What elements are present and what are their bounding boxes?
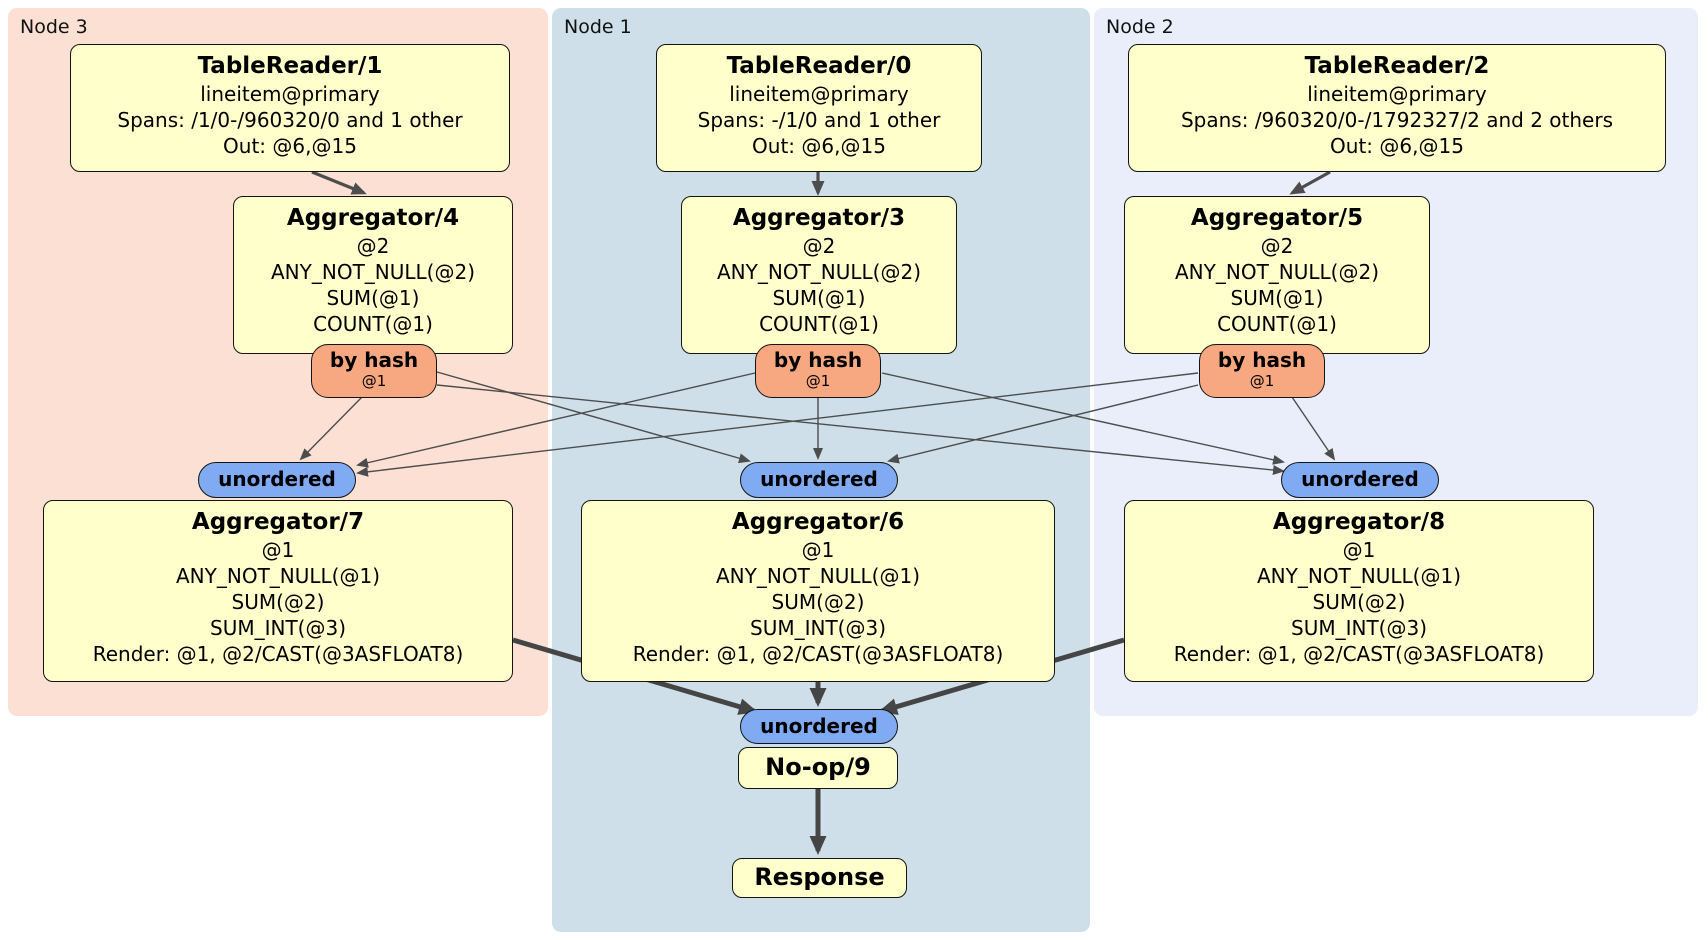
box-line: Out: @6,@15: [752, 134, 886, 158]
box-line: Render: @1, @2/CAST(@3ASFLOAT8): [632, 642, 1004, 666]
aggregator-8-box: Aggregator/8 @1 ANY_NOT_NULL(@1) SUM(@2)…: [1124, 500, 1594, 682]
aggregator-3-box: Aggregator/3 @2 ANY_NOT_NULL(@2) SUM(@1)…: [681, 196, 957, 354]
box-line: lineitem@primary: [1307, 82, 1487, 106]
box-title: Aggregator/3: [732, 205, 906, 231]
box-title: Response: [754, 863, 885, 891]
router-label: by hash: [773, 348, 863, 372]
box-line: SUM(@1): [326, 286, 420, 310]
box-line: @1: [1342, 538, 1376, 562]
box-line: SUM_INT(@3): [1291, 616, 1427, 640]
box-title: TableReader/1: [197, 53, 383, 79]
unordered-sync-right: unordered: [1281, 462, 1439, 498]
box-line: ANY_NOT_NULL(@1): [716, 564, 920, 588]
by-hash-router-middle: by hash @1: [755, 344, 881, 398]
box-line: Spans: /1/0-/960320/0 and 1 other: [117, 108, 463, 132]
sync-label: unordered: [218, 467, 336, 491]
box-line: ANY_NOT_NULL(@2): [1175, 260, 1379, 284]
unordered-sync-middle: unordered: [740, 462, 898, 498]
region-node1-label: Node 1: [564, 16, 632, 38]
box-line: SUM(@1): [1230, 286, 1324, 310]
box-line: @2: [1260, 234, 1294, 258]
aggregator-5-box: Aggregator/5 @2 ANY_NOT_NULL(@2) SUM(@1)…: [1124, 196, 1430, 354]
aggregator-7-box: Aggregator/7 @1 ANY_NOT_NULL(@1) SUM(@2)…: [43, 500, 513, 682]
box-line: SUM(@2): [771, 590, 865, 614]
box-title: TableReader/2: [1304, 53, 1490, 79]
router-label: by hash: [1217, 348, 1307, 372]
router-sublabel: @1: [805, 372, 831, 390]
sync-label: unordered: [1301, 467, 1419, 491]
box-line: COUNT(@1): [1217, 312, 1337, 336]
tablereader-2-box: TableReader/2 lineitem@primary Spans: /9…: [1128, 44, 1666, 172]
by-hash-router-right: by hash @1: [1199, 344, 1325, 398]
aggregator-4-box: Aggregator/4 @2 ANY_NOT_NULL(@2) SUM(@1)…: [233, 196, 513, 354]
noop-9-box: No-op/9: [738, 747, 898, 789]
box-line: @1: [261, 538, 295, 562]
box-line: SUM(@2): [231, 590, 325, 614]
box-line: lineitem@primary: [200, 82, 380, 106]
box-line: Spans: -/1/0 and 1 other: [697, 108, 941, 132]
region-node3-label: Node 3: [20, 16, 88, 38]
router-label: by hash: [329, 348, 419, 372]
box-title: Aggregator/7: [191, 509, 365, 535]
box-line: ANY_NOT_NULL(@2): [717, 260, 921, 284]
box-line: COUNT(@1): [313, 312, 433, 336]
box-line: ANY_NOT_NULL(@2): [271, 260, 475, 284]
tablereader-1-box: TableReader/1 lineitem@primary Spans: /1…: [70, 44, 510, 172]
by-hash-router-left: by hash @1: [311, 344, 437, 398]
box-title: Aggregator/4: [286, 205, 460, 231]
box-line: @2: [802, 234, 836, 258]
box-line: SUM_INT(@3): [210, 616, 346, 640]
box-line: ANY_NOT_NULL(@1): [1257, 564, 1461, 588]
box-line: Out: @6,@15: [223, 134, 357, 158]
response-box: Response: [732, 858, 907, 898]
box-title: TableReader/0: [726, 53, 912, 79]
tablereader-0-box: TableReader/0 lineitem@primary Spans: -/…: [656, 44, 982, 172]
box-title: Aggregator/5: [1190, 205, 1364, 231]
box-line: SUM(@1): [772, 286, 866, 310]
unordered-sync-left: unordered: [198, 462, 356, 498]
box-line: SUM(@2): [1312, 590, 1406, 614]
box-line: Spans: /960320/0-/1792327/2 and 2 others: [1180, 108, 1613, 132]
sync-label: unordered: [760, 467, 878, 491]
box-line: COUNT(@1): [759, 312, 879, 336]
router-sublabel: @1: [1249, 372, 1275, 390]
box-line: Render: @1, @2/CAST(@3ASFLOAT8): [92, 642, 464, 666]
router-sublabel: @1: [361, 372, 387, 390]
aggregator-6-box: Aggregator/6 @1 ANY_NOT_NULL(@1) SUM(@2)…: [581, 500, 1055, 682]
box-title: Aggregator/6: [731, 509, 905, 535]
box-line: SUM_INT(@3): [750, 616, 886, 640]
box-title: Aggregator/8: [1272, 509, 1446, 535]
box-line: @1: [801, 538, 835, 562]
box-line: ANY_NOT_NULL(@1): [176, 564, 380, 588]
box-line: Render: @1, @2/CAST(@3ASFLOAT8): [1173, 642, 1545, 666]
sync-label: unordered: [760, 714, 878, 738]
unordered-sync-final: unordered: [740, 709, 898, 744]
box-line: Out: @6,@15: [1330, 134, 1464, 158]
box-title: No-op/9: [765, 753, 871, 781]
region-node2-label: Node 2: [1106, 16, 1174, 38]
box-line: lineitem@primary: [729, 82, 909, 106]
box-line: @2: [356, 234, 390, 258]
